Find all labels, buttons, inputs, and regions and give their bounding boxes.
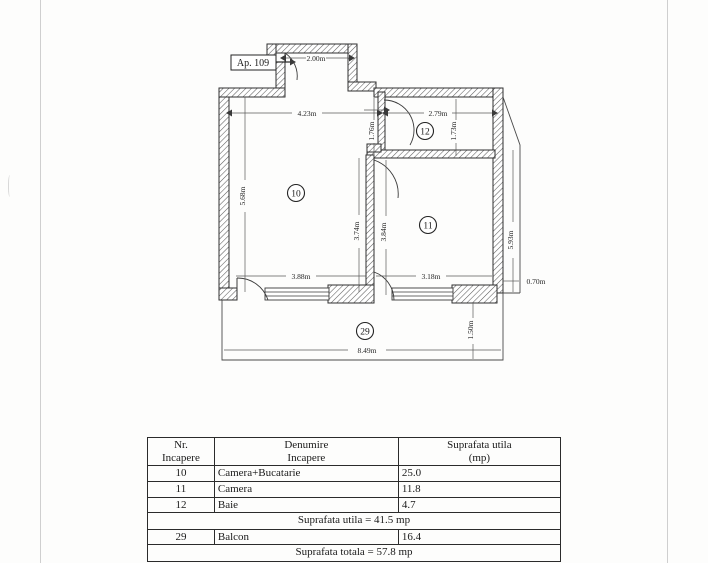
header-nr-incapere: Nr. Incapere [147,436,215,467]
dim-room12-top: 2.79m [429,109,448,118]
wall-bottom-room11 [451,284,498,304]
room-badge-12: 12 [415,121,435,141]
table-row: 10 Camera+Bucatarie 25.0 [147,465,562,482]
wall-bottom-left-stub [218,287,238,301]
dim-balcony-depth: 1.50m [466,320,475,339]
header-nr-line2: Incapere [162,451,200,464]
dimension-labels: 2.00m 4.23m 2.79m 1.76m 1.73m 5.68m 3.74… [238,54,546,355]
dim-exterior-right: 5.93m [506,230,515,249]
window-room11 [391,287,454,301]
wall-bath-bottom [366,149,496,159]
dim-room10-top: 4.23m [298,109,317,118]
header-nr-line1: Nr. [174,439,188,451]
wall-vestibule-bottom [218,87,286,98]
header-area-line1: Suprafata utila [447,439,512,451]
dim-balcony-width: 8.49m [358,346,377,355]
area-table-head: Nr. Incapere Denumire Incapere Suprafata… [147,436,562,467]
total-label: Suprafata totala = 57.8 mp [147,544,561,563]
wall-room10-room11 [365,154,375,293]
room-badge-29: 29 [355,321,375,341]
door-room10-balcony [236,277,269,301]
apartment-label: Ap. 109 [237,58,269,69]
page-edge-line-left [40,0,41,563]
cell-name: Balcon [213,528,399,546]
area-table: Nr. Incapere Denumire Incapere Suprafata… [147,436,562,563]
wall-entry-step [347,81,377,92]
area-table-container: Nr. Incapere Denumire Incapere Suprafata… [147,436,562,563]
cell-name: Camera [213,480,399,498]
cell-area: 25.0 [397,465,562,482]
cell-name: Baie [213,496,399,514]
header-denumire-incapere: Denumire Incapere [213,436,399,467]
door-room11-balcony [373,271,395,301]
area-table-body: 10 Camera+Bucatarie 25.0 11 Camera 11.8 … [147,465,562,563]
dim-entry-door: 2.00m [307,54,326,63]
dim-room11-left: 3.84m [379,222,388,241]
cell-nr: 29 [147,528,215,546]
table-total-row: Suprafata totala = 57.8 mp [147,544,561,563]
dimension-lines [224,54,519,359]
room-badge-11: 11 [418,215,438,235]
wall-left-exterior [218,87,230,301]
table-row: 11 Camera 11.8 [147,480,562,498]
wall-entry-top [266,43,358,54]
dim-room11-bottom: 3.18m [422,272,441,281]
room-number-label: 12 [420,128,430,138]
door-room11 [373,159,399,199]
wall-bottom-room10 [327,284,375,304]
table-subtotal-row: Suprafata utila = 41.5 mp [147,512,561,530]
window-room10 [264,287,330,301]
header-area-line2: (mp) [468,451,491,464]
walls-group [218,43,504,304]
cell-area: 16.4 [397,528,562,546]
header-name-line2: Incapere [287,451,326,464]
dim-room10-bottom: 3.88m [292,272,311,281]
wall-top-right [373,87,503,98]
page-scan-artifact [8,175,13,197]
room-number-label: 11 [423,222,432,232]
dim-room10-right: 3.74m [352,221,361,240]
cell-name: Camera+Bucatarie [213,465,399,482]
subtotal-label: Suprafata utila = 41.5 mp [147,512,561,530]
dim-room12-right: 1.73m [449,121,458,140]
floor-plan: 2.00m 4.23m 2.79m 1.76m 1.73m 5.68m 3.74… [218,43,546,361]
door-bathroom [383,99,415,146]
floor-plan-drawing: 2.00m 4.23m 2.79m 1.76m 1.73m 5.68m 3.74… [218,43,546,361]
page-edge-line-right [667,0,668,563]
room-number-label: 10 [291,190,301,200]
door-entrance [284,52,298,81]
cell-nr: 11 [147,480,215,498]
room-badge-10: 10 [286,183,306,203]
table-row: 12 Baie 4.7 [147,496,562,514]
cell-area: 11.8 [397,480,562,498]
cell-nr: 10 [147,465,215,482]
header-name-line1: Denumire [284,439,329,451]
dim-balcony-offset: 0.70m [527,277,546,286]
cell-nr: 12 [147,496,215,514]
wall-right-exterior [492,87,504,294]
balcony-outline [221,96,521,361]
windows-group [264,287,454,301]
room-number-badges: 10 11 12 29 [286,121,438,341]
room-number-label: 29 [360,328,370,338]
dim-hall-width: 1.76m [367,121,376,140]
dim-room10-left: 5.68m [238,186,247,205]
apartment-callout: Ap. 109 [230,54,296,71]
header-suprafata-utila: Suprafata utila (mp) [397,436,562,467]
table-row: 29 Balcon 16.4 [147,528,562,546]
table-header-row: Nr. Incapere Denumire Incapere Suprafata… [147,436,562,467]
cell-area: 4.7 [397,496,562,514]
